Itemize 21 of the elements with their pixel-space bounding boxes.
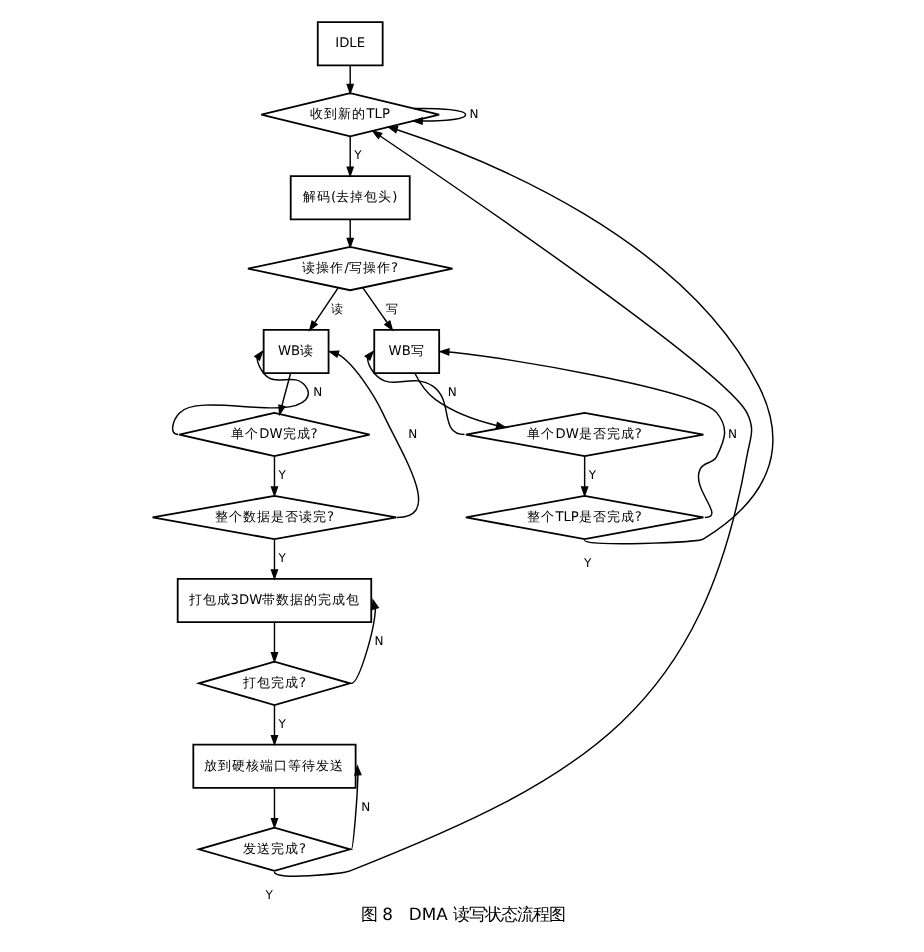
arrow xyxy=(170,349,309,436)
arrow xyxy=(269,787,278,830)
arrow xyxy=(437,348,725,519)
arrow xyxy=(269,621,278,664)
arrow xyxy=(345,218,354,250)
arrow xyxy=(272,130,752,877)
arrow xyxy=(345,135,354,178)
arrow xyxy=(363,349,465,436)
arrow xyxy=(269,704,278,747)
arrow xyxy=(413,372,507,430)
arrow xyxy=(307,287,338,332)
caption: 图 8 DMA 读写状态流程图 xyxy=(359,904,565,925)
arrow xyxy=(269,538,278,581)
arrow xyxy=(361,286,393,332)
arrow xyxy=(349,764,361,850)
arrow xyxy=(269,455,278,498)
arrow xyxy=(345,64,354,96)
arrow xyxy=(410,107,466,125)
arrow xyxy=(579,455,588,498)
arrow xyxy=(385,126,773,545)
arrow xyxy=(349,598,379,685)
